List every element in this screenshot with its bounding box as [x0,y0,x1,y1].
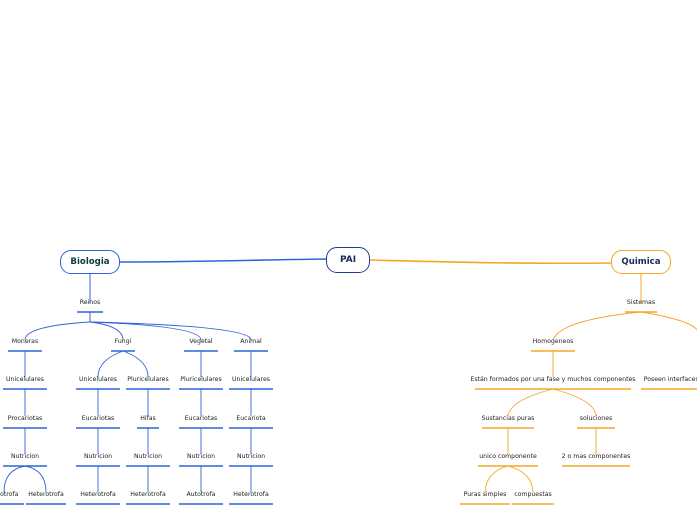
node-fungi-item[interactable]: Hifas [140,415,156,422]
node-fungi-item[interactable]: Eucariotas [81,415,115,422]
node-kingdom-moneras[interactable]: Moneras [11,338,39,345]
node-moneras-leaf[interactable]: Heterotrofa [28,491,64,498]
node-kingdom-vegetal[interactable]: Vegetal [189,338,213,345]
node-vegetal-item[interactable]: Eucariotas [184,415,218,422]
node-fungi-item[interactable]: Unicelulares [79,376,117,383]
topic-quimica[interactable]: Quimica [611,250,671,274]
root-node-pai[interactable]: PAI [326,247,370,273]
node-puras-simples[interactable]: Puras simples [463,491,507,498]
node-fungi-item[interactable]: Nutricion [83,453,113,460]
connector-line [552,388,597,417]
node-vegetal-item[interactable]: Nutricion [186,453,216,460]
connector-line [640,311,697,331]
node-unico-componente[interactable]: unico componente [479,453,537,460]
topic-biologia[interactable]: Biologia [60,250,120,274]
connector-line [507,465,534,493]
connector-reinos-animal [89,321,252,341]
connector-lines [0,258,697,505]
connector-reinos-moneras [24,321,91,341]
connector-line [122,350,149,378]
node-kingdom-fungi[interactable]: Fungi [114,338,132,345]
connector-reinos-fungi [89,321,124,341]
connector-line [3,465,26,493]
connector-line [24,465,47,493]
topic-biologia-label: Biologia [70,257,110,267]
node-interfaces[interactable]: Poseen interfaces i [643,376,697,383]
connector-reinos-vegetal [89,321,202,341]
topic-quimica-label: Quimica [621,257,661,267]
node-reinos[interactable]: Reinos [79,299,101,306]
node-vegetal-item[interactable]: Autotrofa [186,491,216,498]
node-moneras-leaf[interactable]: Autotrofa [0,491,19,498]
node-fungi-item[interactable]: Pluricelulares [127,376,169,383]
connector-line [484,465,509,493]
connector-line [552,311,642,341]
node-moneras-item[interactable]: Unicelulares [6,376,44,383]
node-sistemas[interactable]: Sistemas [626,299,656,306]
node-animal-item[interactable]: Heterotrofa [233,491,269,498]
node-sustancias-puras[interactable]: Sustancias puras [481,415,535,422]
node-homogeneos[interactable]: Homogeneos [532,338,574,345]
node-kingdom-animal[interactable]: Animal [240,338,262,345]
connector-line [507,388,554,417]
node-vegetal-item[interactable]: Pluricelulares [180,376,222,383]
node-dos-mas-componentes[interactable]: 2 o mas componentes [561,453,631,460]
node-fungi-item[interactable]: Heterotrofa [130,491,166,498]
connector-root-quimica [369,259,613,265]
node-animal-item[interactable]: Unicelulares [232,376,270,383]
node-soluciones[interactable]: soluciones [579,415,613,422]
node-formados[interactable]: Están formados por una fase y muchos com… [470,376,636,383]
connector-root-biologia [119,258,328,263]
node-moneras-item[interactable]: Procariotas [7,415,43,422]
node-fungi-item[interactable]: Heterotrofa [80,491,116,498]
node-fungi-item[interactable]: Nutricion [133,453,163,460]
root-node-label: PAI [339,255,357,265]
connector-line [97,350,124,378]
node-animal-item[interactable]: Nutricion [236,453,266,460]
node-animal-item[interactable]: Eucariota [236,415,266,422]
node-moneras-item[interactable]: Nutricion [10,453,40,460]
node-compuestas[interactable]: compuestas [514,491,552,498]
